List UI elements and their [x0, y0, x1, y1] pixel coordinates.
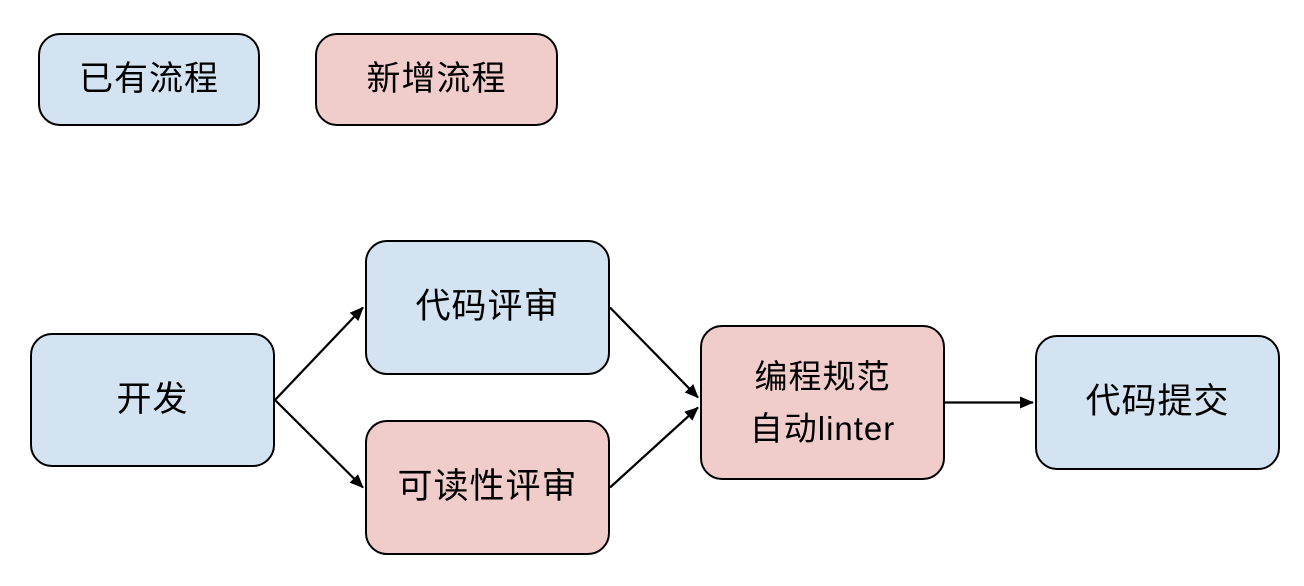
node-develop-label: 开发	[116, 379, 189, 419]
node-code-review: 代码评审	[365, 240, 610, 375]
node-code-commit: 代码提交	[1035, 335, 1280, 470]
flow-arrow-readability-review-to-linter	[609, 406, 699, 489]
legend-existing-process: 已有流程	[38, 33, 260, 126]
flow-arrow-develop-to-code-review	[274, 306, 364, 401]
node-linter: 编程规范 自动linter	[700, 325, 945, 480]
flow-arrow-develop-to-readability-review	[274, 399, 364, 489]
legend-new-process-label: 新增流程	[366, 60, 507, 99]
node-readability-review: 可读性评审	[365, 420, 610, 555]
node-code-review-label: 代码评审	[415, 287, 560, 327]
node-linter-label: 编程规范 自动linter	[749, 358, 896, 447]
legend-existing-process-label: 已有流程	[79, 60, 219, 99]
node-code-commit-label: 代码提交	[1085, 382, 1230, 422]
node-readability-review-label: 可读性评审	[397, 467, 578, 507]
flow-arrow-code-review-to-linter	[609, 306, 699, 399]
node-develop: 开发	[30, 333, 275, 467]
legend-new-process: 新增流程	[315, 33, 558, 126]
